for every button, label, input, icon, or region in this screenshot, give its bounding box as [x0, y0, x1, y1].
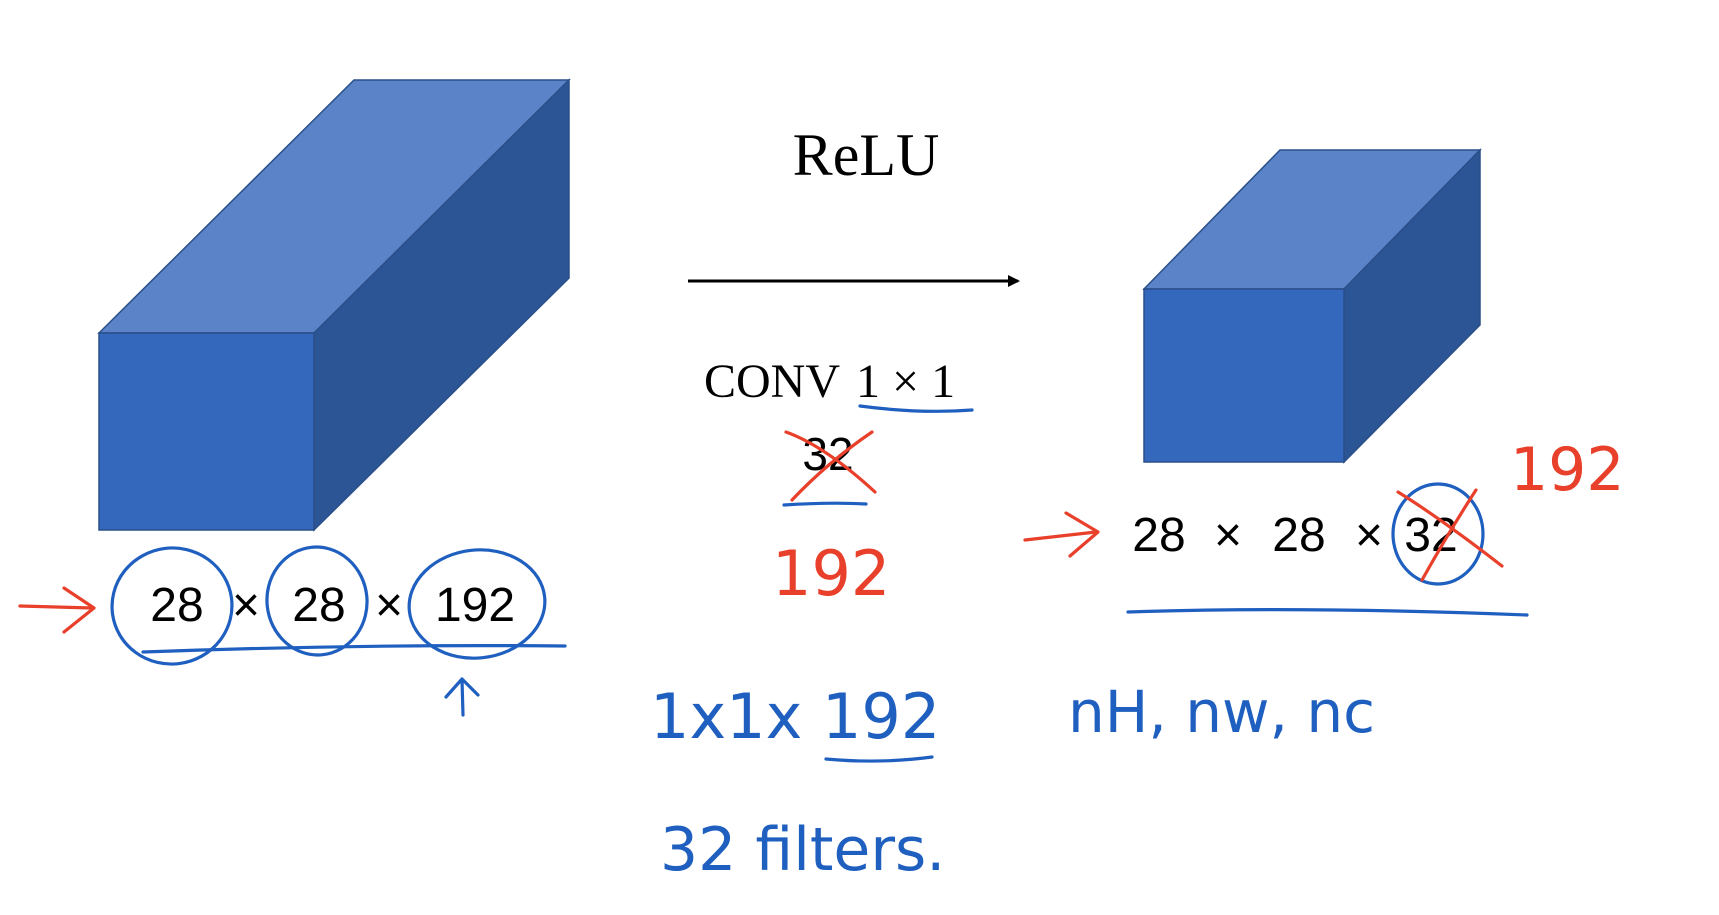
kernel-underline — [858, 404, 974, 413]
output-channels-corrected-note: 192 — [1510, 435, 1625, 505]
conv-label: CONV — [704, 355, 840, 408]
input-volume-cuboid — [97, 78, 571, 532]
input-times-2: × — [375, 579, 403, 632]
output-width: 28 — [1272, 509, 1325, 562]
red-annotations: 192 192 — [18, 430, 1625, 634]
input-dimensions-underline — [141, 644, 567, 654]
input-height: 28 — [150, 579, 203, 632]
filters-cross-out-b — [790, 430, 874, 502]
output-volume-cuboid — [1142, 148, 1482, 464]
output-cuboid-front-face — [1143, 288, 1345, 463]
filters-corrected-note: 192 — [772, 537, 890, 610]
filter-count-note: 32 filters. — [660, 815, 945, 885]
output-pointer-arrow — [1023, 511, 1100, 558]
filter-shape-note: 1x1x 192 — [650, 680, 940, 753]
dimension-notation-note: nH, nw, nc — [1068, 678, 1375, 746]
input-channels: 192 — [435, 579, 515, 632]
input-times-1: × — [232, 579, 260, 632]
output-dimensions: 28 × 28 × 32 — [1132, 509, 1457, 562]
output-dimensions-underline — [1126, 608, 1529, 617]
filter-shape-underline — [824, 755, 934, 763]
input-cuboid-front-face — [98, 332, 315, 531]
input-height-circle — [110, 546, 234, 666]
channels-up-arrow — [444, 677, 480, 717]
filters-cross-out-a — [784, 430, 877, 494]
output-times-2: × — [1355, 509, 1383, 562]
output-channels: 32 — [1404, 509, 1457, 562]
input-channels-circle — [407, 548, 547, 660]
blue-annotations: 1x1x 192 32 filters. nH, nw, nc — [110, 404, 1529, 885]
output-channels-cross-out-b — [1420, 488, 1478, 582]
input-width-circle — [265, 545, 369, 657]
input-width: 28 — [292, 579, 345, 632]
kernel-size-label: 1 × 1 — [856, 355, 955, 408]
input-pointer-arrow — [18, 586, 96, 634]
relu-label: ReLU — [793, 122, 940, 188]
output-channels-circle — [1391, 482, 1485, 586]
output-height: 28 — [1132, 509, 1185, 562]
output-channels-cross-out-a — [1396, 490, 1504, 568]
filters-underline — [782, 501, 868, 507]
output-times-1: × — [1214, 509, 1242, 562]
input-dimensions: 28 × 28 × 192 — [150, 579, 515, 632]
